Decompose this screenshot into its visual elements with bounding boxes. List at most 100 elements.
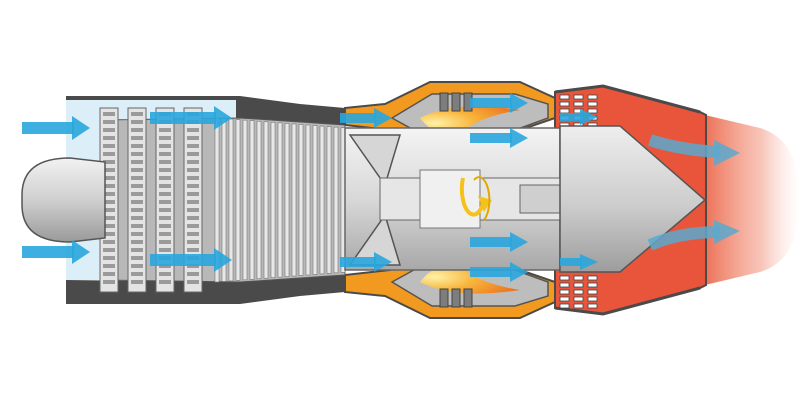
compressor-stage bbox=[319, 125, 325, 275]
turbine-blade bbox=[573, 296, 584, 302]
compressor-stage bbox=[284, 123, 290, 277]
compressor-blade bbox=[131, 184, 143, 188]
turbine-blade bbox=[559, 94, 570, 100]
compressor-blade bbox=[131, 136, 143, 140]
compressor-blade bbox=[103, 272, 115, 276]
turbine-blade bbox=[573, 289, 584, 295]
compressor-blade bbox=[131, 112, 143, 116]
turbine-blade bbox=[587, 289, 598, 295]
compressor-stage bbox=[242, 119, 248, 281]
compressor-blade bbox=[187, 200, 199, 204]
turbine-blade bbox=[587, 101, 598, 107]
compressor-blade bbox=[159, 232, 171, 236]
compressor-blade bbox=[103, 200, 115, 204]
compressor-blade bbox=[131, 192, 143, 196]
compressor-blade bbox=[159, 176, 171, 180]
compressor-blade bbox=[131, 280, 143, 284]
compressor-blade bbox=[103, 208, 115, 212]
exhaust-plume bbox=[705, 115, 800, 285]
airflow-arrow bbox=[470, 93, 528, 113]
compressor-blade bbox=[131, 128, 143, 132]
compressor-blade bbox=[131, 120, 143, 124]
compressor-blade bbox=[131, 240, 143, 244]
compressor-stage bbox=[326, 126, 332, 274]
airflow-arrow bbox=[470, 128, 528, 148]
compressor-blade bbox=[159, 200, 171, 204]
compressor-blade bbox=[159, 192, 171, 196]
compressor-blade bbox=[131, 264, 143, 268]
compressor-blade bbox=[103, 248, 115, 252]
compressor-stage bbox=[277, 122, 283, 278]
airflow-arrow bbox=[22, 240, 90, 264]
compressor-blade bbox=[103, 176, 115, 180]
exhaust-flow-arrow bbox=[647, 220, 740, 251]
compressor-blade bbox=[131, 144, 143, 148]
compressor-blade bbox=[131, 168, 143, 172]
airflow-arrow bbox=[150, 106, 232, 130]
turbine-blade bbox=[573, 94, 584, 100]
compressor-blade bbox=[187, 144, 199, 148]
turbine-blade bbox=[587, 296, 598, 302]
compressor-blade bbox=[187, 184, 199, 188]
compressor-blade bbox=[187, 136, 199, 140]
turbine-blade bbox=[587, 275, 598, 281]
airflow-arrow bbox=[150, 248, 232, 272]
airflow-arrows bbox=[22, 93, 740, 282]
compressor-blade bbox=[187, 152, 199, 156]
turbine-blade bbox=[573, 101, 584, 107]
compressor-blade bbox=[103, 168, 115, 172]
compressor-stage bbox=[291, 123, 297, 277]
compressor-blade bbox=[131, 200, 143, 204]
compressor-blade bbox=[187, 168, 199, 172]
compressor-blade bbox=[103, 224, 115, 228]
compressor-stage bbox=[228, 118, 234, 282]
compressor-blade bbox=[159, 136, 171, 140]
compressor-blade bbox=[103, 152, 115, 156]
compressor-blade bbox=[103, 264, 115, 268]
compressor-blade bbox=[131, 272, 143, 276]
turbine-blade bbox=[573, 282, 584, 288]
compressor-blade bbox=[103, 280, 115, 284]
compressor-stage bbox=[270, 122, 276, 278]
compressor-blade bbox=[187, 272, 199, 276]
compressor-blade bbox=[159, 272, 171, 276]
compressor-stage bbox=[256, 120, 262, 280]
compressor-blade bbox=[131, 224, 143, 228]
compressor-blade bbox=[187, 280, 199, 284]
compressor-blade bbox=[159, 128, 171, 132]
compressor-blade bbox=[103, 120, 115, 124]
compressor-blade bbox=[103, 112, 115, 116]
compressor-blade bbox=[131, 256, 143, 260]
compressor-stage bbox=[249, 120, 255, 280]
compressor-blade bbox=[103, 240, 115, 244]
compressor-blade bbox=[159, 216, 171, 220]
turbine-blade bbox=[559, 101, 570, 107]
compressor-blade bbox=[159, 248, 171, 252]
airflow-arrow bbox=[470, 232, 528, 252]
compressor-blade bbox=[187, 232, 199, 236]
turbine-blade bbox=[573, 303, 584, 309]
compressor-blade bbox=[131, 216, 143, 220]
compressor-blade bbox=[131, 160, 143, 164]
airflow-arrow bbox=[560, 254, 598, 270]
compressor-blade bbox=[187, 128, 199, 132]
turbine-blade bbox=[559, 275, 570, 281]
compressor-blade bbox=[131, 152, 143, 156]
compressor-blade bbox=[131, 248, 143, 252]
airflow-arrow bbox=[340, 108, 392, 128]
turbine-blade bbox=[587, 303, 598, 309]
compressor-stage bbox=[298, 124, 304, 276]
compressor-blade bbox=[159, 208, 171, 212]
turbine-blade bbox=[559, 108, 570, 114]
compressor-blade bbox=[103, 128, 115, 132]
turbine-blade bbox=[559, 282, 570, 288]
compressor-blade bbox=[187, 240, 199, 244]
compressor-stage bbox=[333, 126, 339, 274]
compressor-blade bbox=[159, 240, 171, 244]
compressor-blade bbox=[131, 208, 143, 212]
compressor-blade bbox=[187, 216, 199, 220]
compressor-blade bbox=[103, 192, 115, 196]
exhaust-flow-arrow bbox=[648, 134, 740, 166]
compressor-blade bbox=[159, 144, 171, 148]
